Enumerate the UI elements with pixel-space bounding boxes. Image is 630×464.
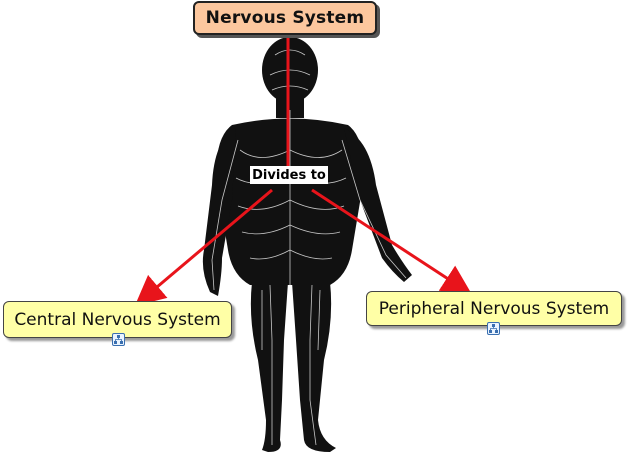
submap-link-icon[interactable] [112, 333, 125, 346]
linking-phrase-text: Divides to [252, 167, 326, 183]
connector-to-pns [311, 188, 473, 295]
concept-label-peripheral: Peripheral Nervous System [378, 298, 610, 319]
linking-phrase[interactable]: Divides to [250, 166, 328, 184]
root-concept-label: Nervous System [205, 8, 365, 28]
submap-link-icon[interactable] [487, 322, 500, 335]
concept-label-central: Central Nervous System [14, 309, 221, 330]
concept-node-peripheral[interactable]: Peripheral Nervous System [366, 291, 622, 326]
root-concept-node[interactable]: Nervous System [193, 1, 377, 35]
concept-node-central[interactable]: Central Nervous System [3, 301, 232, 338]
connector-to-cns [134, 188, 273, 306]
